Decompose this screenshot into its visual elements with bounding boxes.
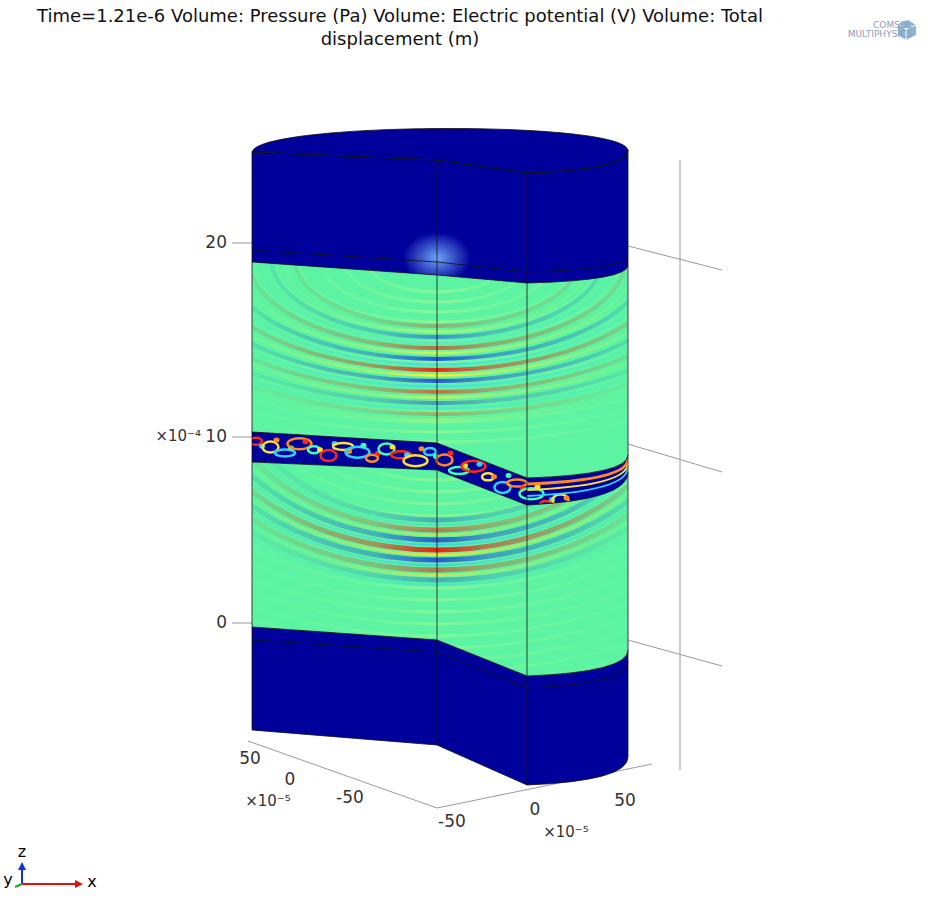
axis-letter: x xyxy=(87,873,96,891)
axis-exponent: ×10⁻⁵ xyxy=(245,793,291,810)
plot-title: Time=1.21e-6 Volume: Pressure (Pa) Volum… xyxy=(5,4,795,51)
axis-tick-label: -50 xyxy=(336,788,364,808)
watermark: COMSOL MULTIPHYSICS xyxy=(842,21,912,40)
cylinder-model xyxy=(0,56,908,785)
axis-tick-label: 20 xyxy=(205,233,227,253)
axis-tick-label: 50 xyxy=(614,791,636,811)
axis-triad xyxy=(15,862,83,888)
axis-tick-label: 50 xyxy=(239,749,261,769)
axis-tick-label: 0 xyxy=(530,800,541,820)
axis-letter: z xyxy=(18,843,26,861)
axis-letter: y xyxy=(3,871,12,889)
axis-tick-label: 0 xyxy=(216,613,227,633)
axis-tick-label: 0 xyxy=(285,770,296,790)
axis-tick-label: 10 xyxy=(205,427,227,447)
axis-exponent: ×10⁻⁵ xyxy=(543,824,589,841)
axis-exponent: ×10⁻⁴ xyxy=(155,428,201,445)
axis-tick-label: -50 xyxy=(438,812,466,832)
